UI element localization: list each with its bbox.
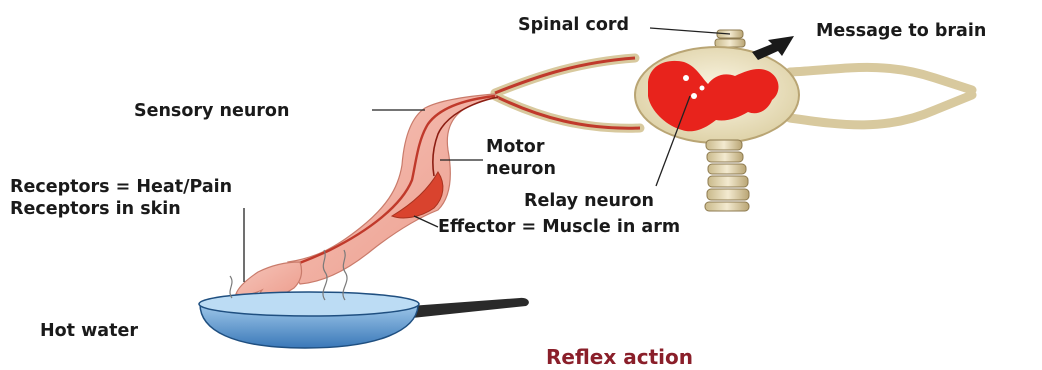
hot-water-surface (199, 292, 419, 316)
arm (236, 94, 498, 304)
right-nerve-root-upper (790, 67, 972, 90)
label-receptors-line1: Receptors = Heat/Pain (10, 177, 232, 197)
pan (199, 250, 529, 348)
label-relay-neuron: Relay neuron (524, 191, 654, 211)
label-sensory-neuron: Sensory neuron (134, 101, 289, 121)
label-receptors-line2: Receptors in skin (10, 199, 181, 219)
message-arrow-icon (752, 36, 794, 60)
caption-reflex-action: Reflex action (546, 345, 693, 369)
label-motor-neuron-line1: Motor (486, 137, 545, 157)
relay-synapse-2 (691, 93, 697, 99)
effector-leader (414, 216, 438, 227)
pan-handle (410, 298, 529, 318)
right-nerve-root-lower (790, 95, 972, 125)
left-nerve-root-upper (495, 58, 635, 93)
relay-synapse-3 (700, 86, 705, 91)
steam-3 (230, 276, 232, 298)
label-motor-neuron-line2: neuron (486, 159, 556, 179)
label-hot-water: Hot water (40, 321, 138, 341)
label-message-to-brain: Message to brain (816, 21, 986, 41)
label-spinal-cord: Spinal cord (518, 15, 629, 35)
left-nerve-root-lower (495, 96, 640, 128)
label-effector: Effector = Muscle in arm (438, 217, 680, 237)
vertebral-column (705, 140, 749, 211)
sensory-nerve-path (262, 96, 495, 276)
vertebra-top (715, 30, 745, 47)
relay-synapse-1 (683, 75, 689, 81)
spinal-cord-section (495, 30, 972, 211)
